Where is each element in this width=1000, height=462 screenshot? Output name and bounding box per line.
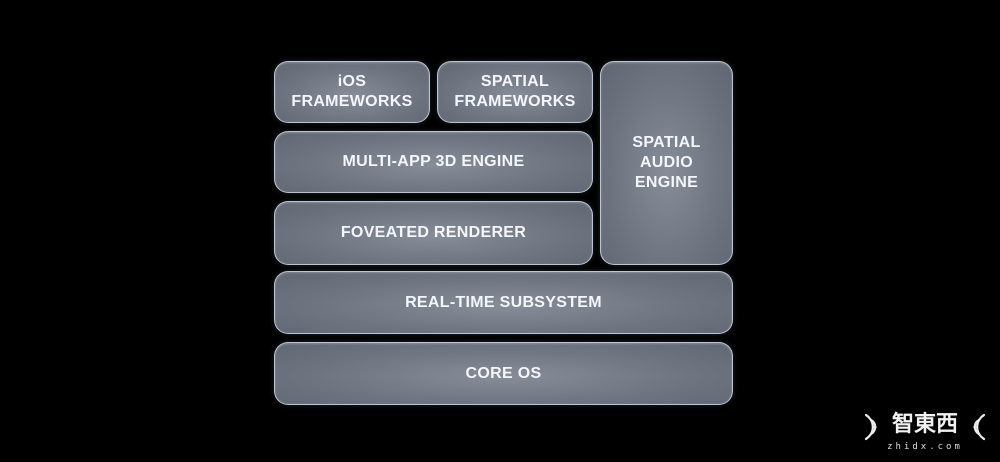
spatial-audio-engine-block: SPATIAL AUDIO ENGINE [600, 61, 733, 265]
zhidx-watermark-logo: 智東西 zhidx.com [864, 411, 986, 452]
real-time-subsystem-block: REAL-TIME SUBSYSTEM [274, 271, 733, 334]
spatial-frameworks-block: SPATIAL FRAMEWORKS [437, 61, 593, 123]
core-os-label: CORE OS [465, 364, 542, 382]
watermark-logo-text: 智東西 [892, 411, 958, 437]
watermark-sub-text: zhidx.com [887, 442, 963, 452]
ios-frameworks-block: iOS FRAMEWORKS [274, 61, 430, 123]
ios-frameworks-label: iOS FRAMEWORKS [291, 73, 413, 110]
spatial-audio-engine-label: SPATIAL AUDIO ENGINE [632, 134, 701, 191]
spatial-frameworks-label: SPATIAL FRAMEWORKS [454, 73, 576, 110]
real-time-subsystem-label: REAL-TIME SUBSYSTEM [405, 293, 602, 311]
core-os-block: CORE OS [274, 342, 733, 405]
multi-app-3d-engine-label: MULTI-APP 3D ENGINE [342, 153, 525, 170]
signal-icon [864, 413, 877, 441]
foveated-renderer-label: FOVEATED RENDERER [340, 224, 527, 241]
foveated-renderer-block: FOVEATED RENDERER [274, 201, 593, 265]
multi-app-3d-engine-block: MULTI-APP 3D ENGINE [274, 131, 593, 193]
